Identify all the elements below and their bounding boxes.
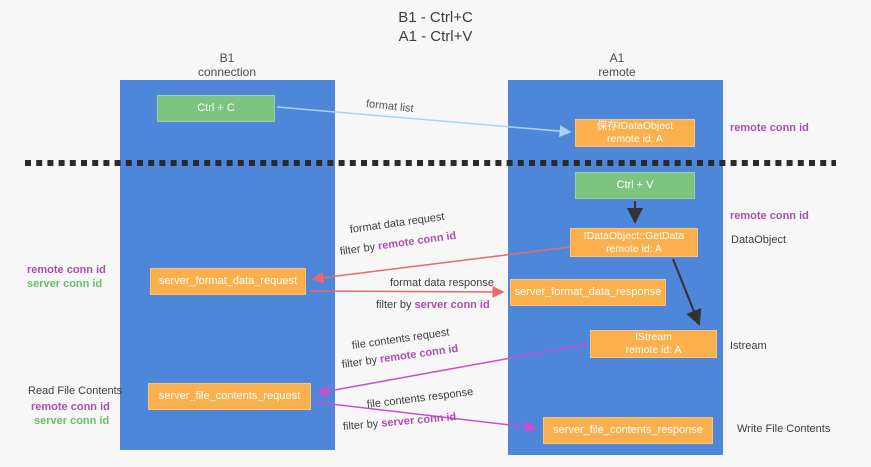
node-server-format-data-response-label: server_format_data_response — [514, 286, 662, 298]
node-save-idataobject-line2: remote id: A — [606, 133, 664, 145]
title-line-1: B1 - Ctrl+C — [398, 9, 473, 26]
node-save-idataobject: 保存IDataObject remote id: A — [575, 119, 695, 147]
side-label-istream: Istream — [730, 340, 767, 352]
right-column-name: A1 — [609, 51, 625, 65]
node-server-file-contents-response-label: server_file_contents_response — [553, 424, 703, 436]
node-save-idataobject-line1: 保存IDataObject — [596, 120, 674, 132]
node-ctrl-v: Ctrl + V — [575, 172, 695, 199]
node-server-file-contents-response: server_file_contents_response — [543, 417, 713, 444]
server-conn-id-text: server conn id — [414, 299, 490, 311]
node-ctrl-c: Ctrl + C — [157, 95, 275, 122]
edge-label-filter-server-2: filter by server conn id — [342, 411, 456, 434]
diagram-title: B1 - Ctrl+C A1 - Ctrl+V — [0, 8, 871, 46]
right-column-header: A1 remote — [562, 51, 672, 79]
left-column-header: B1 connection — [172, 51, 282, 79]
node-istream-line2: remote id: A — [625, 344, 682, 356]
side-label-write-file-contents: Write File Contents — [737, 423, 831, 435]
side-label-remote-conn-id-left1: remote conn id — [27, 264, 106, 276]
node-server-file-contents-request: server_file_contents_request — [148, 383, 311, 410]
filter-by-text: filter by — [342, 417, 382, 433]
right-column-role: remote — [598, 65, 636, 79]
side-label-read-file-contents: Read File Contents — [28, 385, 123, 397]
side-label-remote-conn-id-top: remote conn id — [730, 122, 809, 134]
filter-by-text: filter by — [341, 353, 381, 371]
filter-by-text: filter by — [339, 240, 379, 258]
left-column-role: connection — [197, 65, 257, 79]
node-idataobject-getdata: IDataObject::GetData remote id: A — [570, 228, 698, 257]
edge-label-format-list: format list — [365, 98, 415, 115]
side-label-remote-conn-id-mid: remote conn id — [730, 210, 809, 222]
side-label-dataobject: DataObject — [731, 234, 787, 246]
node-getdata-line2: remote id: A — [605, 242, 663, 255]
node-istream-line1: IStream — [635, 331, 672, 343]
edge-label-filter-server-1: filter by server conn id — [376, 299, 490, 312]
node-server-file-contents-request-label: server_file_contents_request — [158, 390, 301, 402]
title-line-2: A1 - Ctrl+V — [398, 28, 473, 45]
side-label-server-conn-id-left2: server conn id — [34, 415, 110, 427]
arrow-format-data-response — [308, 285, 505, 298]
node-ctrl-v-label: Ctrl + V — [616, 179, 654, 191]
side-label-server-conn-id-left1: server conn id — [27, 278, 103, 290]
node-server-format-data-request: server_format_data_request — [150, 268, 306, 295]
remote-conn-id-text: remote conn id — [377, 229, 457, 253]
node-ctrl-c-label: Ctrl + C — [197, 102, 235, 114]
edge-label-file-contents-response: file contents response — [366, 386, 474, 411]
node-istream: IStream remote id: A — [590, 330, 717, 358]
server-conn-id-text: server conn id — [380, 411, 457, 430]
node-server-format-data-response: server_format_data_response — [510, 279, 666, 306]
node-server-format-data-request-label: server_format_data_request — [158, 275, 298, 287]
node-getdata-line1: IDataObject::GetData — [583, 229, 685, 242]
edge-label-format-data-response: format data response — [390, 277, 494, 289]
side-label-remote-conn-id-left2: remote conn id — [31, 401, 110, 413]
filter-by-text: filter by — [376, 299, 415, 311]
left-column-name: B1 — [219, 51, 235, 65]
